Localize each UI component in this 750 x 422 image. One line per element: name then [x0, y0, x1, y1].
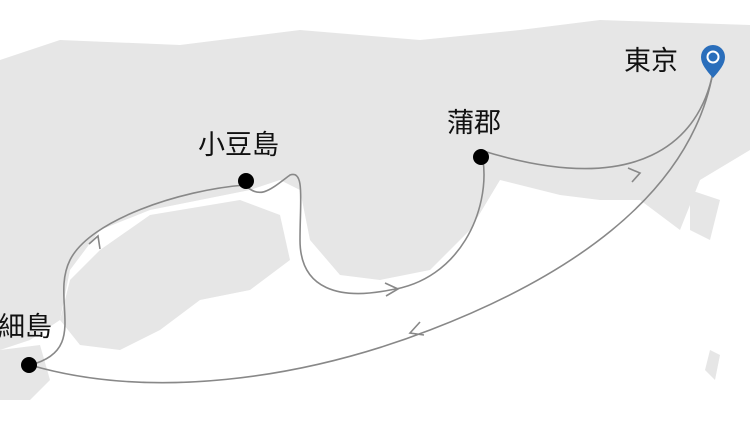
arrow-icon: [627, 167, 642, 183]
route-lines: [29, 71, 714, 384]
arrow-icon: [88, 234, 101, 250]
route-shodoshima-hosojima: [29, 184, 246, 366]
arrow-icon: [384, 282, 400, 297]
port-label-gamagori: 蒲郡: [447, 108, 501, 139]
port-label-hosojima: 細島: [0, 312, 52, 343]
route-arrows: [88, 167, 642, 336]
port-markers: [21, 45, 725, 373]
route-tokyo-gamagori: [479, 71, 714, 170]
arrow-icon: [408, 321, 425, 336]
port-label-tokyo: 東京: [624, 46, 678, 77]
route-gamagori-shodoshima: [244, 159, 485, 295]
port-dot-shodoshima: [238, 173, 254, 189]
map-pin-icon: [701, 45, 725, 78]
port-label-shodoshima: 小豆島: [198, 130, 279, 161]
route-hosojima-tokyo: [29, 71, 714, 384]
port-dot-gamagori: [473, 149, 489, 165]
land: [0, 20, 750, 400]
port-dot-hosojima: [21, 357, 37, 373]
